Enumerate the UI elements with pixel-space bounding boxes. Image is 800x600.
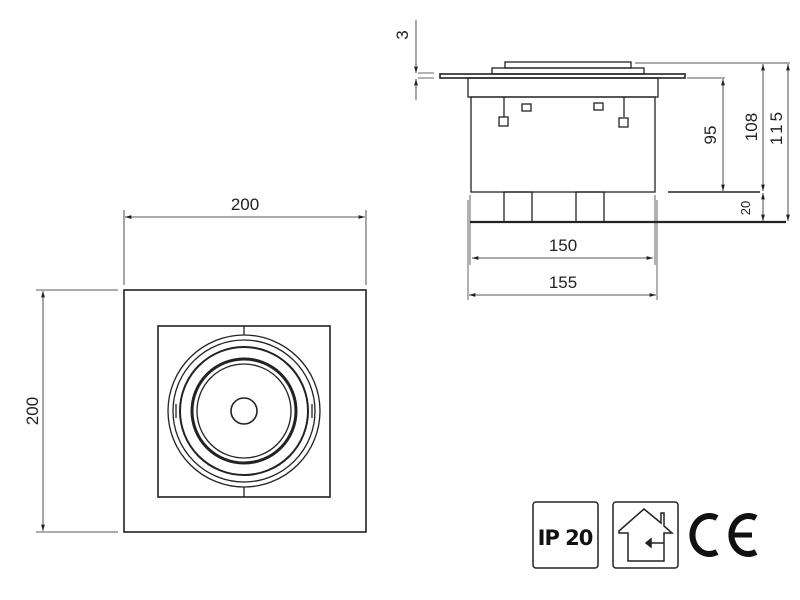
front-view <box>36 210 367 533</box>
depth-115-label: 115 <box>767 109 786 145</box>
depth-95-label: 95 <box>701 126 720 145</box>
front-width-label: 200 <box>231 195 259 214</box>
flange-3-label: 3 <box>393 30 412 39</box>
inner-frame <box>157 325 331 498</box>
front-height-label: 200 <box>23 397 42 425</box>
inner-width-label: 150 <box>549 236 577 255</box>
house-indoor-icon <box>612 501 679 569</box>
ce-mark <box>689 513 758 557</box>
depth-108-label: 108 <box>742 113 761 141</box>
svg-text:IP 20: IP 20 <box>538 526 593 550</box>
ip-rating-badge: IP 20 <box>532 501 599 569</box>
outer-frame <box>123 289 367 533</box>
outer-width-label: 155 <box>549 273 577 292</box>
side-view <box>414 20 790 300</box>
bottom-20-label: 20 <box>738 201 753 215</box>
